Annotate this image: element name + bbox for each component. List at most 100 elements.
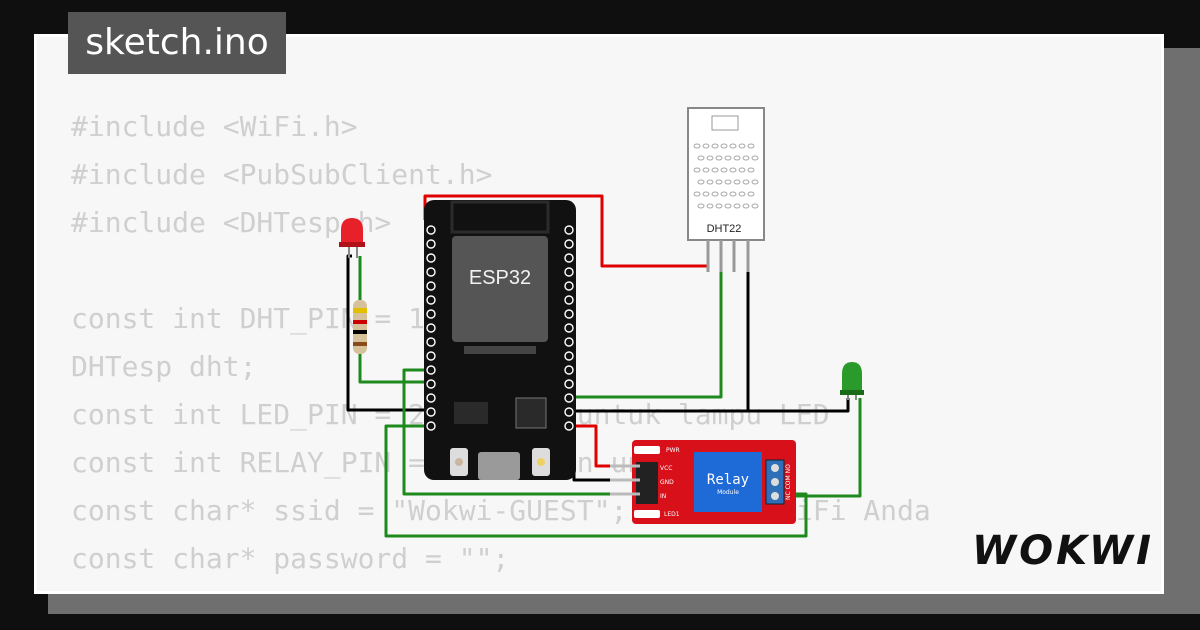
wire-relay-vcc [568, 424, 636, 468]
preview-card: #include <WiFi.h> #include <PubSubClient… [34, 34, 1164, 594]
dht22-vent-hole [697, 179, 705, 185]
relay-in-label: IN [660, 493, 666, 500]
dht22-vent-hole [720, 143, 728, 149]
code-line: const char* password = ""; [71, 542, 510, 575]
esp32-pin[interactable] [426, 337, 436, 347]
esp32-label: ESP32 [469, 267, 531, 289]
relay-title: Relay [707, 472, 749, 488]
dht22-vent-hole [697, 203, 705, 209]
dht22-vent-hole [751, 179, 759, 185]
dht22-vent-hole [702, 143, 710, 149]
esp32-pin[interactable] [564, 379, 574, 389]
esp32-pin[interactable] [426, 309, 436, 319]
esp32-left-header [426, 225, 436, 431]
wire-relay-in [402, 368, 636, 496]
led-red[interactable] [339, 218, 365, 258]
esp32-pin[interactable] [564, 351, 574, 361]
esp32-pin[interactable] [564, 225, 574, 235]
esp32-pin[interactable] [564, 253, 574, 263]
code-line: #include <WiFi.h> [71, 110, 358, 143]
esp32-pin[interactable] [564, 309, 574, 319]
esp32-pin[interactable] [426, 267, 436, 277]
esp32-pin[interactable] [426, 281, 436, 291]
dht22-vent-hole [738, 143, 746, 149]
esp32-board[interactable]: ESP32 [424, 200, 576, 480]
code-line: #include <PubSubClient.h> [71, 158, 493, 191]
relay-subtitle: Module [717, 489, 739, 496]
dht22-vent-hole [693, 167, 701, 173]
esp32-pin[interactable] [564, 337, 574, 347]
esp32-pin[interactable] [426, 393, 436, 403]
esp32-pin[interactable] [426, 225, 436, 235]
esp32-pin[interactable] [426, 407, 436, 417]
esp32-pin[interactable] [564, 295, 574, 305]
dht22-vent-hole [738, 167, 746, 173]
dht22-vent-hole [729, 167, 737, 173]
esp32-pin[interactable] [564, 393, 574, 403]
dht22-vent-hole [706, 203, 714, 209]
dht22-vent-hole [747, 167, 755, 173]
dht22-vent-hole [738, 191, 746, 197]
dht22-vent-hole [706, 179, 714, 185]
esp32-pin[interactable] [564, 267, 574, 277]
code-line: #include <DHTesp.h> [71, 206, 392, 239]
dht22-vent-hole [733, 155, 741, 161]
relay-pwr-label: PWR [666, 447, 680, 454]
dht22-vent-hole [742, 155, 750, 161]
esp32-pin[interactable] [564, 365, 574, 375]
esp32-pin[interactable] [564, 407, 574, 417]
dht22-vent-hole [724, 155, 732, 161]
dht22-vent-hole [711, 191, 719, 197]
dht22-vent-hole [742, 203, 750, 209]
wire-gnd-to-green-led [748, 398, 850, 413]
dht22-vent-hole [697, 155, 705, 161]
esp32-pin[interactable] [564, 323, 574, 333]
esp32-pin[interactable] [426, 351, 436, 361]
code-line: const char* mqtt_server = "broker.hivemq… [71, 590, 1015, 591]
relay-gnd-label: GND [660, 479, 674, 486]
esp32-pin[interactable] [564, 281, 574, 291]
esp32-pin[interactable] [564, 421, 574, 431]
dht22-vent-hole [724, 203, 732, 209]
dht22-vent-hole [702, 167, 710, 173]
wire-relay-gnd [568, 410, 636, 482]
esp32-pin[interactable] [426, 253, 436, 263]
dht22-vent-hole [742, 179, 750, 185]
esp32-pin[interactable] [426, 323, 436, 333]
sketch-file-tab[interactable]: sketch.ino [68, 12, 286, 74]
dht22-vent-hole [747, 191, 755, 197]
dht22-sensor[interactable]: DHT22 [687, 107, 765, 272]
esp32-pin[interactable] [564, 239, 574, 249]
relay-module[interactable]: PWR VCC GND IN LED1 Relay Module NC COM … [610, 440, 796, 524]
esp32-pin[interactable] [426, 365, 436, 375]
dht22-vent-hole [729, 143, 737, 149]
dht22-vent-hole [720, 167, 728, 173]
wire-green-led-to-relay [780, 398, 862, 498]
dht22-vent-hole [711, 143, 719, 149]
dht22-grille [693, 143, 759, 209]
esp32-pin[interactable] [426, 379, 436, 389]
esp32-pin[interactable] [426, 239, 436, 249]
dht22-vent-hole [729, 191, 737, 197]
dht22-label: DHT22 [707, 223, 742, 235]
dht22-vent-hole [693, 143, 701, 149]
dht22-vent-hole [706, 155, 714, 161]
wire-led-red-resistor [358, 256, 431, 384]
dht22-vent-hole [720, 191, 728, 197]
led-green[interactable] [840, 362, 864, 400]
esp32-module [452, 236, 548, 342]
wire-dht-data [568, 272, 723, 399]
esp32-pin[interactable] [426, 421, 436, 431]
code-line: DHTesp dht; [71, 350, 257, 383]
dht22-vent-hole [715, 179, 723, 185]
dht22-vent-hole [751, 155, 759, 161]
resistor[interactable] [353, 300, 367, 354]
wokwi-logo: WOKWI [972, 528, 1155, 574]
dht22-vent-hole [715, 155, 723, 161]
dht22-vent-hole [751, 203, 759, 209]
esp32-right-header [564, 225, 574, 431]
relay-led1-label: LED1 [664, 511, 680, 518]
dht22-vent-hole [702, 191, 710, 197]
esp32-pin[interactable] [426, 295, 436, 305]
